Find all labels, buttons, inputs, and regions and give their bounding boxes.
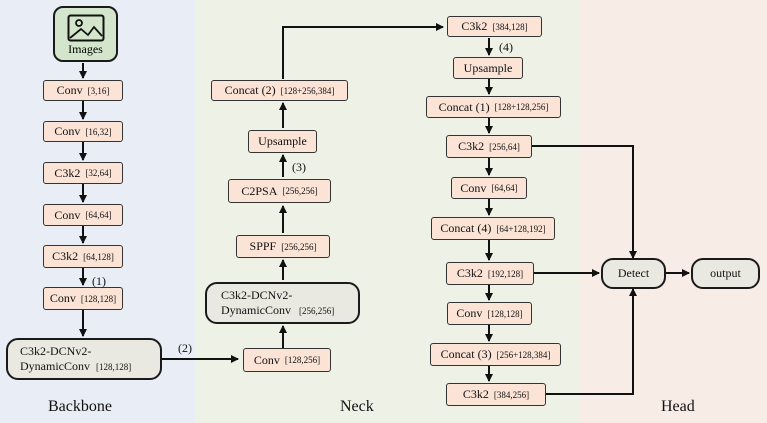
dcn-line1: C3k2-DCNv2- [221, 287, 293, 302]
block-name: C3k2 [462, 387, 489, 401]
block-name: C3k2 [458, 139, 485, 153]
neck-conv-a: Conv [64,64] [451, 177, 527, 199]
block-name: Conv [54, 124, 81, 138]
arrow-concat2-c3k2 [282, 23, 444, 79]
block-dim: [32,64] [85, 168, 112, 178]
backbone-dcn-block: C3k2-DCNv2- DynamicConv [128,128] [6, 338, 162, 380]
block-name: Conv [253, 352, 280, 367]
edge-label-3: (3) [292, 160, 306, 174]
block-dim: [384,256] [493, 389, 530, 400]
block-name: Conv [56, 83, 83, 97]
block-name: Concat (1) [438, 99, 490, 114]
block-name: Conv [49, 291, 76, 305]
block-name: Conv [456, 306, 483, 320]
block-dim: [256,256] [281, 241, 317, 252]
block-name: Concat (3) [440, 347, 492, 361]
dcn-line2: DynamicConv [221, 302, 291, 317]
backbone-label: Backbone [48, 398, 112, 415]
head-label: Head [661, 398, 695, 415]
block-dim: [128,128] [96, 361, 132, 372]
block-dim: [192,128] [487, 268, 524, 279]
detect-label: Detect [617, 266, 650, 280]
neck-conv-in: Conv [128,256] [243, 348, 331, 372]
edge-label-1: (1) [92, 274, 106, 288]
block-dim: [3,16] [87, 85, 110, 96]
block-name: Upsample [463, 60, 513, 75]
block-dim: [64,64] [85, 210, 112, 220]
head-output: output [691, 258, 760, 289]
block-dim: [384,128] [492, 21, 528, 32]
neck-c3k2-b: C3k2 [192,128] [446, 262, 534, 285]
backbone-conv-2: Conv [16,32] [43, 121, 123, 142]
block-name: Concat (2) [224, 83, 276, 97]
neck-c2psa: C2PSA [256,256] [228, 179, 331, 203]
arrow-c3k2a-detect [532, 145, 637, 259]
block-dim: [64,128] [83, 251, 114, 262]
block-dim: [128,128] [80, 293, 117, 304]
head-region [580, 0, 767, 423]
block-dim: [256,256] [299, 305, 335, 316]
backbone-conv-1: Conv [3,16] [43, 80, 123, 101]
neck-c3k2-top: C3k2 [384,128] [447, 16, 542, 37]
edge-label-2: (2) [178, 341, 192, 355]
backbone-c3k2-1: C3k2 [32,64] [43, 162, 123, 184]
block-name: SPPF [249, 239, 277, 253]
neck-sppf: SPPF [256,256] [236, 235, 330, 258]
dcn-line2-row: DynamicConv [128,128] [20, 359, 131, 375]
output-label: output [710, 266, 741, 280]
block-dim: [64,64] [491, 183, 518, 193]
block-dim: [64+128,192] [496, 223, 546, 234]
block-name: Concat (4) [440, 221, 492, 235]
head-detect: Detect [601, 258, 666, 289]
block-name: C3k2 [456, 266, 483, 280]
block-name: Conv [460, 180, 487, 195]
dcn-text: C3k2-DCNv2- DynamicConv [128,128] [20, 344, 131, 375]
neck-conv-b: Conv [128,128] [447, 302, 532, 325]
edge-label-4: (4) [499, 40, 513, 54]
dcn-text: C3k2-DCNv2- DynamicConv [256,256] [221, 288, 334, 319]
neck-concat-4: Concat (4) [64+128,192] [431, 217, 555, 240]
backbone-conv-3: Conv [64,64] [43, 204, 123, 226]
block-dim: [16,32] [85, 126, 112, 137]
block-dim: [256,64] [489, 141, 520, 152]
block-name: Conv [54, 207, 81, 222]
neck-upsample-1: Upsample [248, 130, 317, 153]
block-dim: [128+256,384] [280, 85, 335, 96]
backbone-c3k2-2: C3k2 [64,128] [43, 245, 123, 268]
block-dim: [256+128,384] [496, 349, 551, 360]
block-name: C3k2 [54, 165, 81, 180]
backbone-conv-4: Conv [128,128] [43, 287, 123, 310]
dcn-line2: DynamicConv [20, 358, 90, 373]
neck-dcn-block: C3k2-DCNv2- DynamicConv [256,256] [205, 282, 360, 324]
block-dim: [128,128] [487, 308, 523, 319]
arrow-c3k2c-detect [546, 288, 637, 395]
block-dim: [256,256] [282, 186, 318, 196]
neck-c3k2-c: C3k2 [384,256] [446, 383, 546, 406]
block-name: C3k2 [461, 19, 488, 33]
images-label: Images [68, 42, 103, 56]
neck-label: Neck [340, 398, 374, 415]
block-name: C3k2 [52, 249, 79, 263]
block-dim: [128+128,256] [494, 102, 549, 112]
neck-concat-2: Concat (2) [128+256,384] [211, 80, 348, 101]
block-name: C2PSA [241, 183, 278, 198]
neck-c3k2-a: C3k2 [256,64] [446, 135, 532, 158]
dcn-line2-row: DynamicConv [256,256] [221, 303, 334, 319]
images-input: Images [53, 6, 118, 62]
block-dim: [128,256] [284, 355, 321, 365]
neck-concat-1: Concat (1) [128+128,256] [426, 96, 561, 118]
block-name: Upsample [258, 134, 307, 148]
image-icon [67, 14, 104, 42]
neck-upsample-2: Upsample [453, 57, 523, 79]
neck-concat-3: Concat (3) [256+128,384] [430, 343, 561, 366]
dcn-line1: C3k2-DCNv2- [20, 343, 92, 358]
